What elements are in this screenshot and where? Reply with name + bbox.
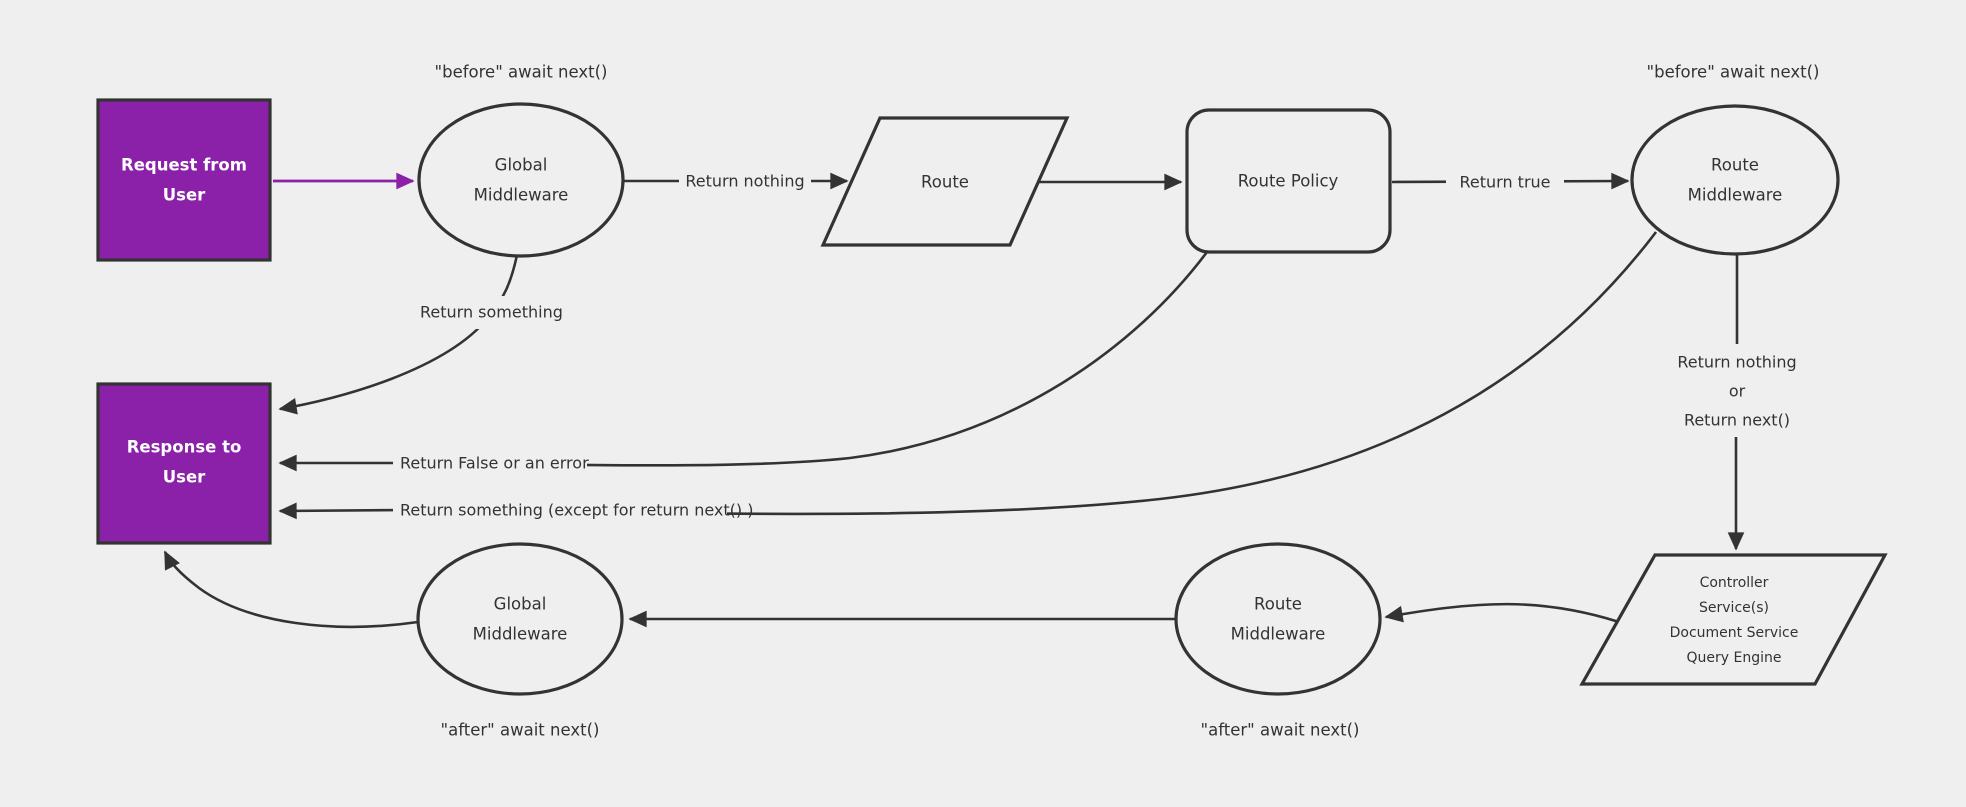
node-response-to-user <box>96 382 272 545</box>
edge-label-return-flow-line2: or <box>1729 382 1746 401</box>
edge-label-return-false: Return False or an error <box>400 454 589 473</box>
edge-label-return-something-except: Return something (except for return next… <box>400 501 753 520</box>
global-middleware-bottom-line1: Global <box>494 595 547 614</box>
node-global-middleware-top <box>417 102 625 258</box>
route-middleware-top-line2: Middleware <box>1688 186 1783 205</box>
global-middleware-top-line1: Global <box>495 156 548 175</box>
route-policy-label: Route Policy <box>1238 172 1339 191</box>
node-route-middleware-top <box>1630 104 1840 256</box>
request-label-line1: Request from <box>121 156 247 175</box>
node-global-middleware-bottom <box>416 542 624 696</box>
request-label-line2: User <box>163 186 206 205</box>
edge-controller-to-route-middleware-bottom <box>1384 602 1620 624</box>
node-request-from-user <box>96 98 272 262</box>
annotation-after-route-middleware: "after" await next() <box>1201 721 1360 740</box>
label-bg-return-true <box>1446 166 1564 198</box>
route-middleware-bottom-line2: Middleware <box>1231 625 1326 644</box>
route-middleware-top-line1: Route <box>1711 156 1759 175</box>
node-controller-services <box>1579 553 1888 686</box>
annotation-before-route-middleware: "before" await next() <box>1647 63 1820 82</box>
route-middleware-bottom-line1: Route <box>1254 595 1302 614</box>
route-label: Route <box>921 173 969 192</box>
edge-route-policy-to-response <box>278 251 1209 472</box>
controller-line3: Document Service <box>1670 625 1799 641</box>
controller-line2: Service(s) <box>1699 600 1769 616</box>
edge-global-middleware-bottom-to-response <box>163 550 419 629</box>
global-middleware-bottom-line2: Middleware <box>473 625 568 644</box>
annotation-after-global-middleware: "after" await next() <box>441 721 600 740</box>
node-route-policy <box>1185 108 1392 254</box>
node-route-middleware-bottom <box>1174 542 1382 696</box>
response-label-line1: Response to <box>127 438 242 457</box>
edge-label-return-flow-line1: Return nothing <box>1677 353 1796 372</box>
edge-label-return-flow-line3: Return next() <box>1684 411 1790 430</box>
node-route <box>820 116 1070 247</box>
edge-label-return-something: Return something <box>420 303 563 322</box>
label-bg-return-something-except <box>393 494 727 527</box>
response-label-line2: User <box>163 468 206 487</box>
edge-label-return-true: Return true <box>1459 173 1550 192</box>
annotation-before-global-middleware: "before" await next() <box>435 63 608 82</box>
edge-global-middleware-to-response <box>278 254 519 415</box>
controller-line1: Controller <box>1700 575 1769 591</box>
label-bg-return-nothing <box>679 165 811 197</box>
global-middleware-top-line2: Middleware <box>474 186 569 205</box>
controller-line4: Query Engine <box>1687 650 1782 666</box>
label-bg-return-false <box>393 446 587 479</box>
edge-label-return-nothing: Return nothing <box>685 172 804 191</box>
label-bg-return-something <box>412 296 608 329</box>
